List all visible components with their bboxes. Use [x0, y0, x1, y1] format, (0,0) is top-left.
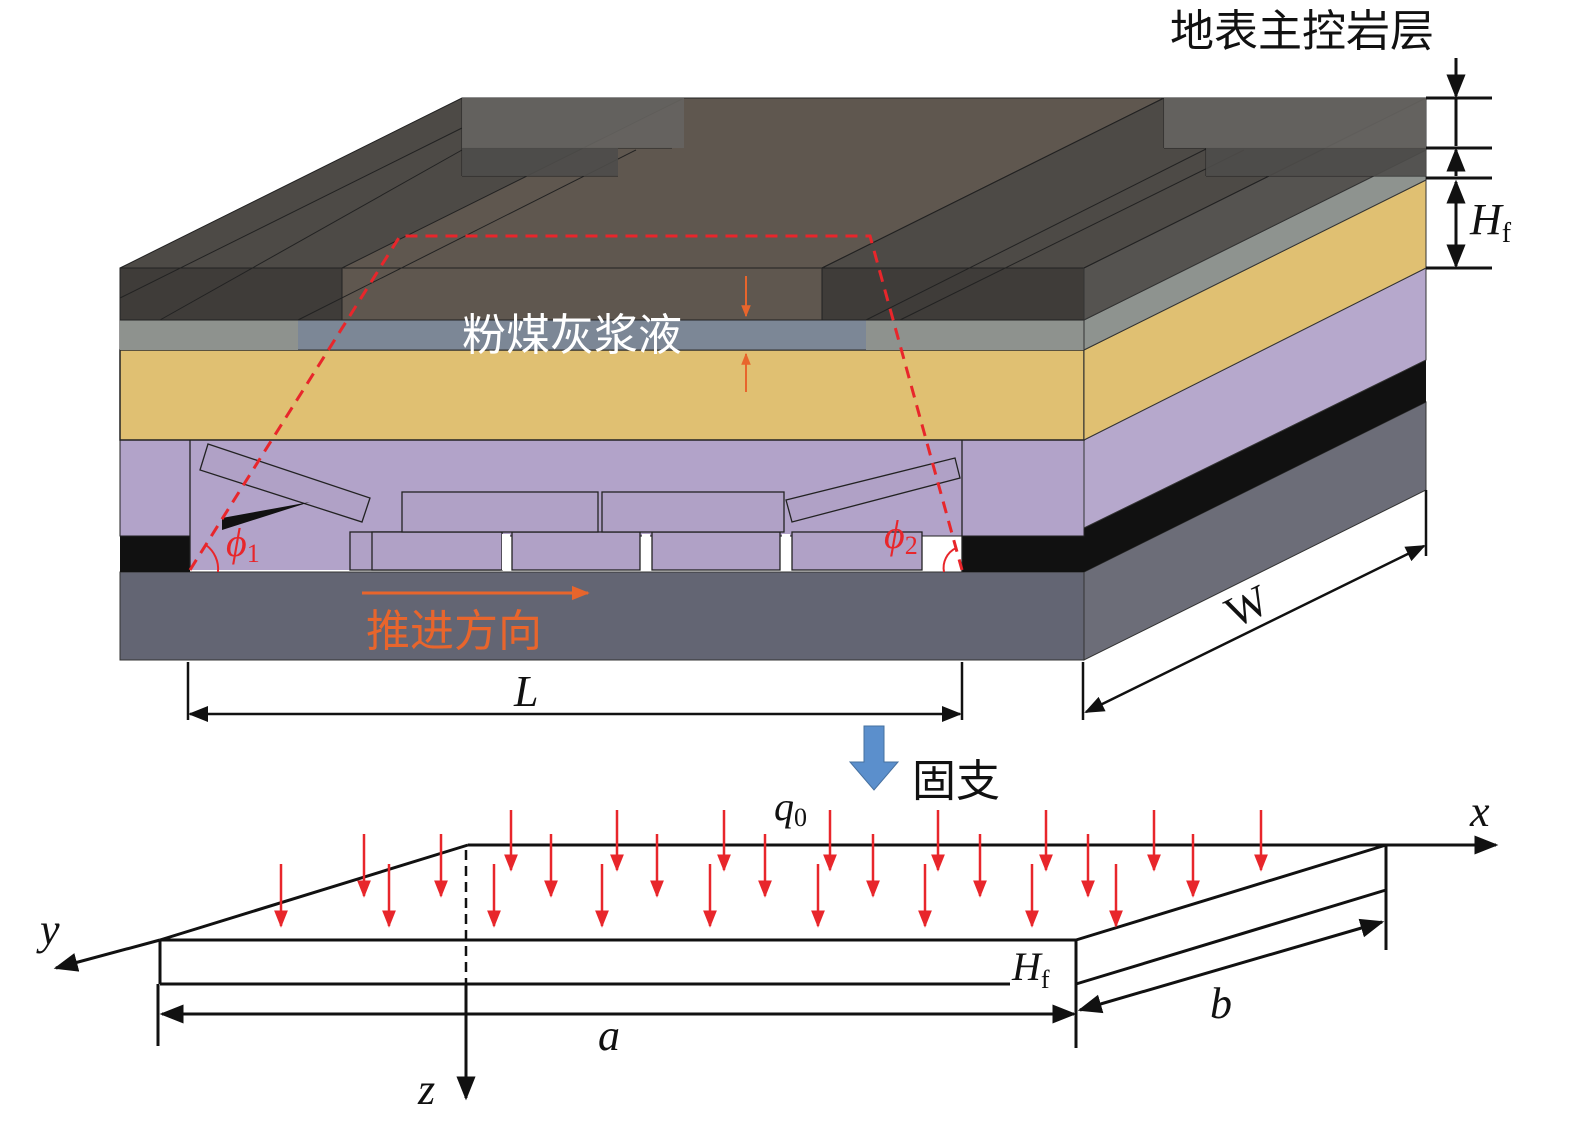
hf-label: Hf	[1469, 195, 1512, 249]
L-dimension	[186, 662, 964, 722]
transition-arrow-icon	[848, 725, 900, 791]
surface-key-stratum-label: 地表主控岩层	[1170, 6, 1434, 57]
goaf-gaps	[502, 534, 790, 570]
L-label: L	[513, 667, 538, 716]
q0-label: q0	[774, 784, 807, 832]
y-axis-label: y	[36, 905, 60, 954]
advance-direction-label: 推进方向	[366, 606, 542, 657]
floor-layer-front	[119, 571, 1085, 661]
phi1-arc	[205, 544, 220, 573]
coal-seam-front-left	[120, 536, 190, 572]
phi1-label: ϕ1	[226, 520, 260, 568]
fixed-support-label: 固支	[912, 756, 1000, 807]
hf-plate-label: Hf	[1011, 944, 1050, 994]
phi2-label: ϕ2	[884, 512, 918, 560]
distributed-load-arrows	[274, 810, 1268, 928]
W-dimension	[1081, 490, 1428, 720]
phi2-arc	[942, 547, 957, 573]
fly-ash-slurry-label: 粉煤灰浆液	[462, 310, 682, 361]
strata-model	[119, 97, 1427, 661]
coal-seam-side	[1084, 360, 1426, 572]
key-stratum-front	[119, 349, 1085, 441]
x-axis-label: x	[1469, 787, 1490, 836]
a-label: a	[598, 1011, 620, 1060]
b-label: b	[1210, 979, 1232, 1028]
z-axis-label: z	[417, 1065, 435, 1114]
right-dimension	[1426, 58, 1492, 270]
plate-model	[53, 835, 1499, 1101]
caving-boundary-dashed	[188, 234, 964, 571]
